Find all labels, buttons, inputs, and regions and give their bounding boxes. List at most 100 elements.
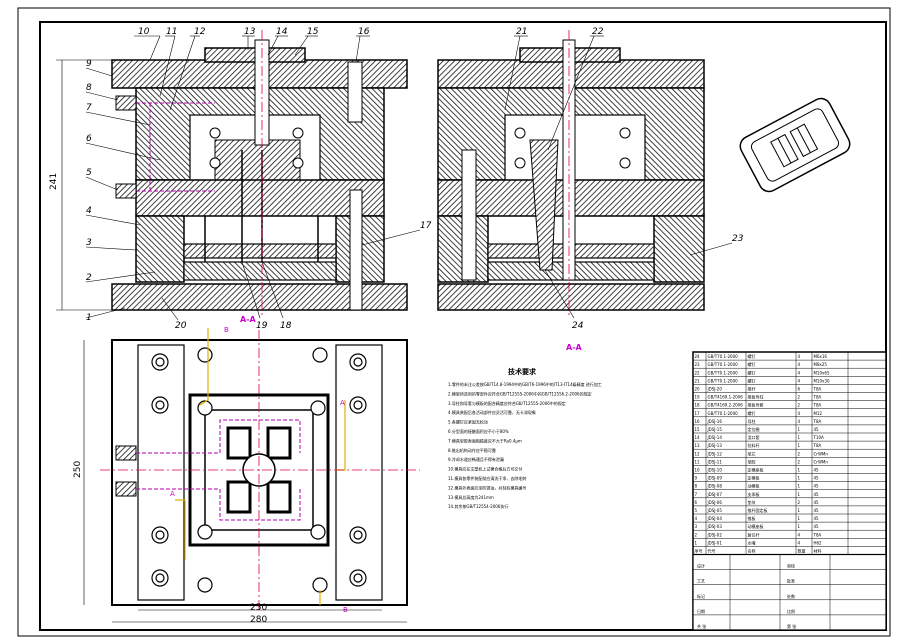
bom-cell: 4 <box>798 354 801 359</box>
bom-cell: 1 <box>798 516 801 521</box>
tech-note: 1.零件的未注公差按GB/T14.8-1994中的GB/T6-1996中的IT1… <box>448 381 602 387</box>
bom-cell: JDSJ-13 <box>707 443 723 448</box>
bom-cell: 2 <box>798 451 801 456</box>
dimension-height-plan: 250 <box>73 461 83 478</box>
part-labels-top: 10 11 12 13 14 15 16 21 22 <box>134 27 604 151</box>
bom-cell: GB/T70.1-2000 <box>708 354 739 359</box>
bom-cell: 4 <box>798 419 801 424</box>
bom-cell: T8A <box>813 387 822 392</box>
bom-cell: JDSJ-10 <box>707 468 723 473</box>
bom-cell: 19 <box>695 395 701 400</box>
bom-cell: 11 <box>695 459 701 464</box>
bom-cell: 4 <box>695 516 698 521</box>
plan-spacer-left <box>137 344 185 601</box>
bom-cell: JDSJ-07 <box>707 492 723 497</box>
bom-cell: JDSJ-15 <box>707 427 723 432</box>
bom-cell: GB/T70.1-2000 <box>708 362 739 367</box>
bom-cell: H62 <box>814 540 823 545</box>
bom-cell: 20 <box>695 387 701 392</box>
bom-cell: GB/T70.1-2000 <box>708 370 739 375</box>
tech-note: 6.分型面的接触面积应不小于80% <box>448 428 509 434</box>
bom-cell: 22 <box>695 370 701 375</box>
bom-cell: M12 <box>814 411 823 416</box>
bottom-clamp-plate-r <box>437 283 705 311</box>
bom-cell: 推杆 <box>748 386 756 392</box>
cooling-hole <box>209 157 221 169</box>
bom-cell: CrWMn <box>814 451 829 456</box>
technical-requirements: 技术要求 1.零件的未注公差按GB/T14.8-1994中的GB/T6-1996… <box>448 367 602 509</box>
label-14: 14 <box>276 27 288 37</box>
bom-cell: 推板 <box>748 515 756 521</box>
plan-water-path <box>136 419 301 454</box>
title-block-cell: 第 张 <box>787 623 796 629</box>
bom-cell: T8A <box>813 532 822 537</box>
label-8: 8 <box>86 83 92 93</box>
bom-cell: 动模座板 <box>748 523 764 529</box>
bom-cell: 4 <box>798 532 801 537</box>
tech-note: 7.模具型腔表面粗糙度应不大于Ra0.4μm <box>448 437 522 443</box>
bom-cell: JDSJ-12 <box>707 451 723 456</box>
label-20: 20 <box>175 321 187 331</box>
bom-cell: JDSJ-05 <box>707 508 723 513</box>
label-12: 12 <box>194 27 206 37</box>
title-block-cell: 处数 <box>787 593 795 599</box>
bom-cell: T8A <box>813 419 822 424</box>
bom-cell: 支承板 <box>748 491 760 497</box>
bom-cell: 4 <box>798 370 801 375</box>
bom-cell: T10A <box>813 435 825 440</box>
label-5: 5 <box>86 168 92 178</box>
label-22: 22 <box>592 27 604 37</box>
bom-cell: 导柱 <box>748 418 756 424</box>
bom-cell: 4 <box>798 378 801 383</box>
spacer-block-left <box>135 215 185 283</box>
bom-cell: 动模板 <box>748 483 760 489</box>
bom-cell: 1 <box>695 540 698 545</box>
plan-section-mark: A <box>340 399 345 407</box>
cooling-hole <box>514 157 526 169</box>
label-24: 24 <box>572 321 584 331</box>
bom-cell: 23 <box>695 362 701 367</box>
bom-cell: 1 <box>798 524 801 529</box>
bom-cell: 1 <box>798 492 801 497</box>
part-labels-left: 9 8 7 6 5 4 3 2 1 <box>85 59 161 323</box>
bom-cell: 推板导柱 <box>748 394 764 400</box>
tech-note: 5.各螺钉应紧固无松动 <box>448 419 488 425</box>
plan-part-2 <box>266 426 292 460</box>
bom-cell: 垫块 <box>748 499 756 505</box>
guide-pillar <box>347 61 363 123</box>
bom-header-cell: 代号 <box>708 548 716 554</box>
bom-cell: 1 <box>798 443 801 448</box>
label-11: 11 <box>166 27 177 37</box>
sheet-inner-border <box>39 21 887 631</box>
bom-header-cell: 数量 <box>798 548 806 554</box>
bom-cell: 45 <box>814 500 820 505</box>
bom-cell: 4 <box>798 411 801 416</box>
title-block-cell: 标记 <box>697 593 705 599</box>
bom-cell: 螺钉 <box>748 377 756 383</box>
ejector-retainer-plate <box>183 243 337 259</box>
label-4: 4 <box>86 206 92 216</box>
cooling-hole <box>292 127 304 139</box>
label-2: 2 <box>86 273 92 283</box>
label-18: 18 <box>280 321 292 331</box>
label-10: 10 <box>138 27 150 37</box>
bom-cell: 推杆固定板 <box>748 507 768 513</box>
bom-cell: 螺钉 <box>748 369 756 375</box>
part-isometric <box>739 97 851 193</box>
label-3: 3 <box>86 238 92 248</box>
bom-cell: 8 <box>695 484 698 489</box>
dimension-width-outer: 280 <box>250 615 267 625</box>
bom-cell: 45 <box>814 476 820 481</box>
cooling-hole <box>619 127 631 139</box>
water-nozzle <box>115 95 137 111</box>
bom-cell: M10x65 <box>814 370 830 375</box>
bom-cell: 1 <box>798 427 801 432</box>
label-17: 17 <box>420 221 432 231</box>
bom-cell: 4 <box>798 540 801 545</box>
section-label: A-A <box>240 315 257 324</box>
water-nozzle <box>115 183 137 199</box>
bom-cell: M10x30 <box>814 378 830 383</box>
bom-cell: T8A <box>813 403 822 408</box>
bom-cell: 14 <box>695 435 701 440</box>
spacer-block-r2 <box>653 215 705 283</box>
